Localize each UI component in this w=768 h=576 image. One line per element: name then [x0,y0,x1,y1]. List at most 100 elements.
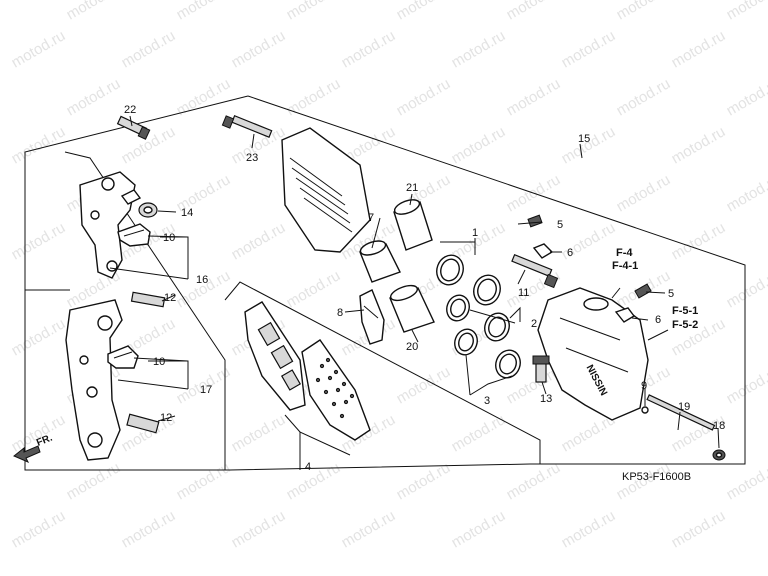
watermark-text: motod.ru [229,411,289,455]
callout-6-upper: 6 [567,247,573,259]
callout-12-upper: 12 [164,292,176,304]
watermark-text: motod.ru [119,507,179,551]
caliper-bracket-lower [65,299,123,461]
brake-pad-outer [244,301,306,411]
watermark-text: motod.ru [339,507,399,551]
caliper-body: NISSIN [537,287,649,421]
watermark-text: motod.ru [394,363,454,407]
watermark-text: motod.ru [284,0,344,23]
watermark-text: motod.ru [394,0,454,23]
caliper-bracket-upper [79,171,142,279]
collar-14 [138,202,158,218]
ref-f4: F-4 [616,247,633,259]
callout-1: 1 [472,227,478,239]
callout-6-lower: 6 [655,314,661,326]
watermark-text: motod.ru [614,75,674,119]
watermark-text: motod.ru [174,459,234,503]
watermark-text: motod.ru [559,123,619,167]
watermark-text: motod.ru [504,459,564,503]
pin-11 [511,253,559,289]
callout-22: 22 [124,104,136,116]
watermark-text: motod.ru [669,219,729,263]
callout-5-lower: 5 [668,288,674,300]
watermark-text: motod.ru [504,0,564,23]
callout-4: 4 [305,461,311,473]
watermark-text: motod.ru [449,27,509,71]
cap-6-lower [614,307,636,323]
callout-10-upper: 10 [163,232,175,244]
piston-20 [389,284,435,333]
watermark-text: motod.ru [724,0,768,23]
watermark-text: motod.ru [64,459,124,503]
piston-7 [359,240,401,283]
watermark-text: motod.ru [9,123,69,167]
watermark-text: motod.ru [9,507,69,551]
assembly-frames [24,95,746,471]
watermark-text: motod.ru [449,123,509,167]
watermark-text: motod.ru [559,507,619,551]
watermark-text: motod.ru [229,507,289,551]
pin-12-upper [130,291,166,308]
watermark-text: motod.ru [64,75,124,119]
callout-11: 11 [518,287,529,299]
watermark-text: motod.ru [724,267,768,311]
front-arrow-icon [13,445,41,463]
brake-pad-inner [301,339,371,441]
watermark-text: motod.ru [504,75,564,119]
nut-18 [712,449,726,461]
callout-labels: 22 23 21 15 14 10 16 12 7 1 5 6 11 8 2 2… [124,104,725,473]
watermark-text: motod.ru [284,459,344,503]
ref-f5-2: F-5-2 [672,319,698,331]
callout-17: 17 [200,384,212,396]
callout-9: 9 [641,380,647,392]
watermark-text: motod.ru [614,0,674,23]
callout-3: 3 [484,395,490,407]
bracket-frame [64,151,226,470]
pin-12-lower [126,413,160,434]
watermark-text: motod.ru [724,171,768,215]
cap-6-upper [532,243,554,259]
callout-19: 19 [678,401,690,413]
pad-spring-10-lower [107,345,139,369]
watermark-text: motod.ru [449,411,509,455]
watermark-text: motod.ru [724,363,768,407]
watermark-text: motod.ru [724,459,768,503]
watermark-text: motod.ru [559,27,619,71]
watermark-text: motod.ru [614,171,674,215]
watermark-text: motod.ru [669,123,729,167]
ref-f4-1: F-4-1 [612,260,638,272]
pad-spring-10-upper [117,223,151,247]
pad-spring-8 [359,289,385,345]
callout-23: 23 [246,152,258,164]
callout-18: 18 [713,420,725,432]
watermark-text: motod.ru [669,507,729,551]
bolt-13 [532,355,550,383]
callout-16: 16 [196,274,208,286]
callout-20: 20 [406,341,418,353]
callout-2: 2 [531,318,537,330]
callout-13: 13 [540,393,552,405]
callout-15: 15 [578,133,590,145]
leader-lines [109,115,720,470]
watermark-text: motod.ru [229,27,289,71]
figure-code: KP53-F1600B [622,471,691,483]
watermark-text: motod.ru [9,27,69,71]
watermark-text: motod.ru [339,27,399,71]
watermark-text: motod.ru [64,0,124,23]
reference-codes: F-4 F-4-1 F-5-1 F-5-2 [612,247,698,331]
seal-9 [641,406,649,414]
watermark-text: motod.ru [724,75,768,119]
watermark-text: motod.ru [669,27,729,71]
seal-set-3 [454,328,521,379]
watermark-text: motod.ru [394,75,454,119]
caliper-assembly-frame [24,95,746,471]
watermark-text: motod.ru [9,219,69,263]
piston-21 [393,199,433,251]
watermark-text: motod.ru [284,267,344,311]
seal-set-1 [436,254,501,306]
callout-7: 7 [368,212,374,224]
watermark-text: motod.ru [284,75,344,119]
bleeder-screw-5-upper [527,214,543,228]
callout-10-lower: 10 [153,356,165,368]
